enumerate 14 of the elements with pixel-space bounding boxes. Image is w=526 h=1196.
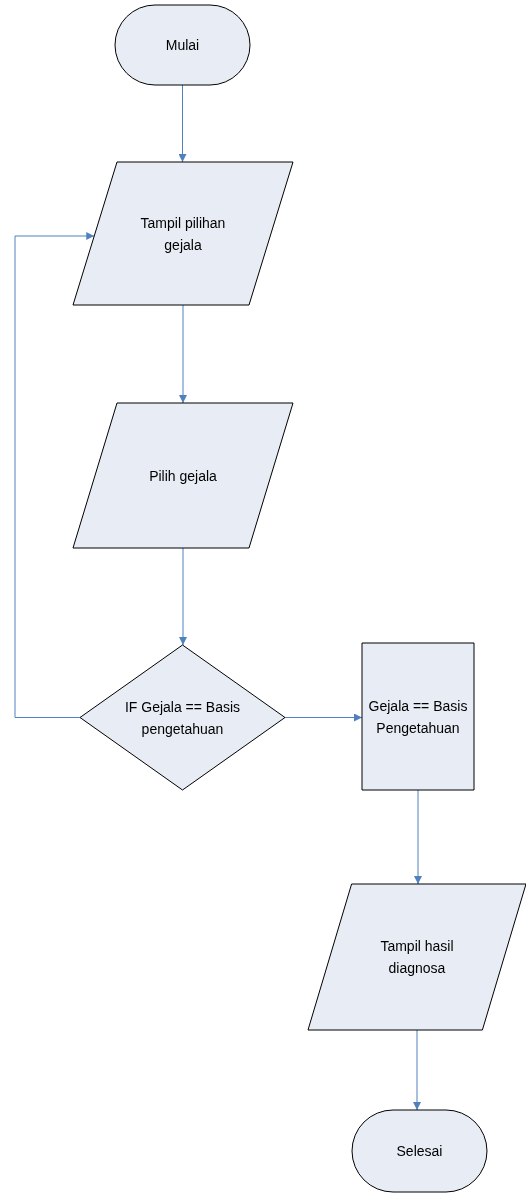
arrow <box>284 713 363 722</box>
arrow <box>413 1029 421 1111</box>
arrow <box>14 232 95 718</box>
node-text: Tampil hasil diagnosa <box>380 938 454 976</box>
node-text: Pilih gejala <box>149 467 217 484</box>
arrow <box>414 789 422 885</box>
arrow <box>179 547 187 646</box>
node-text: Mulai <box>165 37 200 53</box>
node-text: Gejala == Basis Pengetahuan <box>368 697 468 736</box>
node-text: IF Gejala == Basis pengetahuan <box>124 698 241 737</box>
arrow <box>179 304 187 404</box>
node-text: Selesai <box>396 1143 443 1159</box>
arrow <box>178 84 187 163</box>
node-text: Tampil pilihan gejala <box>140 214 226 253</box>
